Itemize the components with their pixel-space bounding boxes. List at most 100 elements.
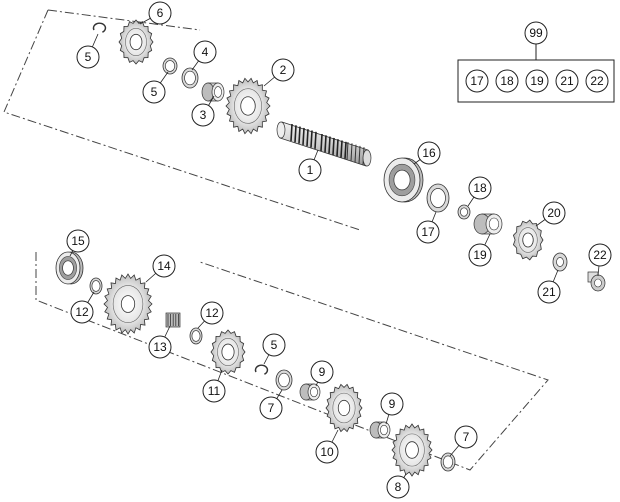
kit-item-21: 21 xyxy=(555,69,579,93)
callout-5: 5 xyxy=(262,333,286,357)
main-shaft xyxy=(276,121,372,167)
callout-label: 18 xyxy=(473,181,487,195)
callout-14: 14 xyxy=(152,254,176,278)
callout-22: 22 xyxy=(588,243,612,267)
callout-9: 9 xyxy=(380,392,404,416)
callout-18: 18 xyxy=(468,176,492,200)
callout-2: 2 xyxy=(271,58,295,82)
callout-label: 12 xyxy=(75,305,89,319)
callout-7: 7 xyxy=(454,425,478,449)
kit-item-22: 22 xyxy=(585,69,609,93)
circlip-5-lower xyxy=(254,364,269,375)
circlip-upper xyxy=(92,22,107,33)
callout-label: 5 xyxy=(271,338,278,352)
kit-item-19: 19 xyxy=(525,69,549,93)
callout-label: 7 xyxy=(268,401,275,415)
callout-label: 8 xyxy=(395,480,402,494)
washer-12-left xyxy=(89,277,103,295)
callout-8: 8 xyxy=(386,475,410,499)
washer-4 xyxy=(181,67,199,89)
kit-item-label: 19 xyxy=(530,74,544,88)
callout-1: 1 xyxy=(298,158,322,182)
bushing-3 xyxy=(201,82,225,102)
gear-6 xyxy=(118,19,154,65)
callout-3: 3 xyxy=(191,103,215,127)
kit-item-18: 18 xyxy=(495,69,519,93)
callout-12: 12 xyxy=(70,300,94,324)
callout-label: 4 xyxy=(202,45,209,59)
washer-12-right xyxy=(189,327,203,345)
bolt-22 xyxy=(587,271,606,292)
washer-21 xyxy=(552,252,568,272)
washer-7-right xyxy=(440,452,456,472)
kit-item-17: 17 xyxy=(465,69,489,93)
callout-5: 5 xyxy=(76,45,100,69)
callout-label: 5 xyxy=(85,50,92,64)
callout-label: 22 xyxy=(593,248,607,262)
callout-label: 17 xyxy=(421,225,435,239)
callout-label: 2 xyxy=(280,63,287,77)
callout-label: 10 xyxy=(320,445,334,459)
assembly-outline-upper xyxy=(3,9,361,231)
callout-label: 12 xyxy=(205,306,219,320)
gear-10 xyxy=(325,383,363,433)
callout-label: 16 xyxy=(422,146,436,160)
parts-layer xyxy=(55,19,606,477)
bearing-16 xyxy=(383,157,424,203)
gear-2 xyxy=(225,77,271,135)
callout-label: 1 xyxy=(307,163,314,177)
kit-item-label: 22 xyxy=(590,74,604,88)
kit-box xyxy=(457,59,615,103)
spacer-19 xyxy=(473,213,503,235)
callout-10: 10 xyxy=(315,440,339,464)
callout-label: 7 xyxy=(463,430,470,444)
callout-label: 5 xyxy=(151,85,158,99)
bushing-9-left xyxy=(299,383,321,401)
bearing-15 xyxy=(55,251,84,285)
callout-20: 20 xyxy=(542,201,566,225)
kit-item-label: 17 xyxy=(470,74,484,88)
callout-label: 20 xyxy=(547,206,561,220)
callout-7: 7 xyxy=(259,396,283,420)
kit-callout: 99 xyxy=(524,21,548,45)
callout-label: 14 xyxy=(157,259,171,273)
callout-label: 15 xyxy=(71,234,85,248)
callout-4: 4 xyxy=(193,40,217,64)
callout-16: 16 xyxy=(417,141,441,165)
callout-5: 5 xyxy=(142,80,166,104)
gear-14 xyxy=(103,273,153,335)
kit-label: 99 xyxy=(529,26,543,40)
callout-label: 13 xyxy=(153,340,167,354)
callout-label: 11 xyxy=(208,384,221,398)
washer-7-left xyxy=(275,369,293,391)
callout-label: 9 xyxy=(389,397,396,411)
seal-17 xyxy=(426,183,450,213)
kit-item-label: 21 xyxy=(560,74,574,88)
callout-21: 21 xyxy=(537,280,561,304)
callout-13: 13 xyxy=(148,335,172,359)
callout-15: 15 xyxy=(66,229,90,253)
o-ring-18 xyxy=(457,204,471,220)
callout-label: 19 xyxy=(473,248,487,262)
gear-8 xyxy=(391,423,433,477)
gear-11 xyxy=(210,329,246,375)
callout-label: 6 xyxy=(157,6,164,20)
callout-label: 9 xyxy=(319,365,326,379)
callout-label: 3 xyxy=(200,108,207,122)
assembly-outline-lower xyxy=(35,252,549,471)
callout-9: 9 xyxy=(310,360,334,384)
bushing-9-right xyxy=(369,421,391,439)
callout-6: 6 xyxy=(148,1,172,25)
callout-11: 11 xyxy=(202,379,226,403)
callout-12: 12 xyxy=(200,301,224,325)
washer-5-upper xyxy=(162,57,178,75)
callout-label: 21 xyxy=(542,285,556,299)
kit-item-label: 18 xyxy=(500,74,514,88)
callout-19: 19 xyxy=(468,243,492,267)
callout-17: 17 xyxy=(416,220,440,244)
needle-bearing-13 xyxy=(165,312,181,328)
sprocket-20 xyxy=(512,219,544,261)
